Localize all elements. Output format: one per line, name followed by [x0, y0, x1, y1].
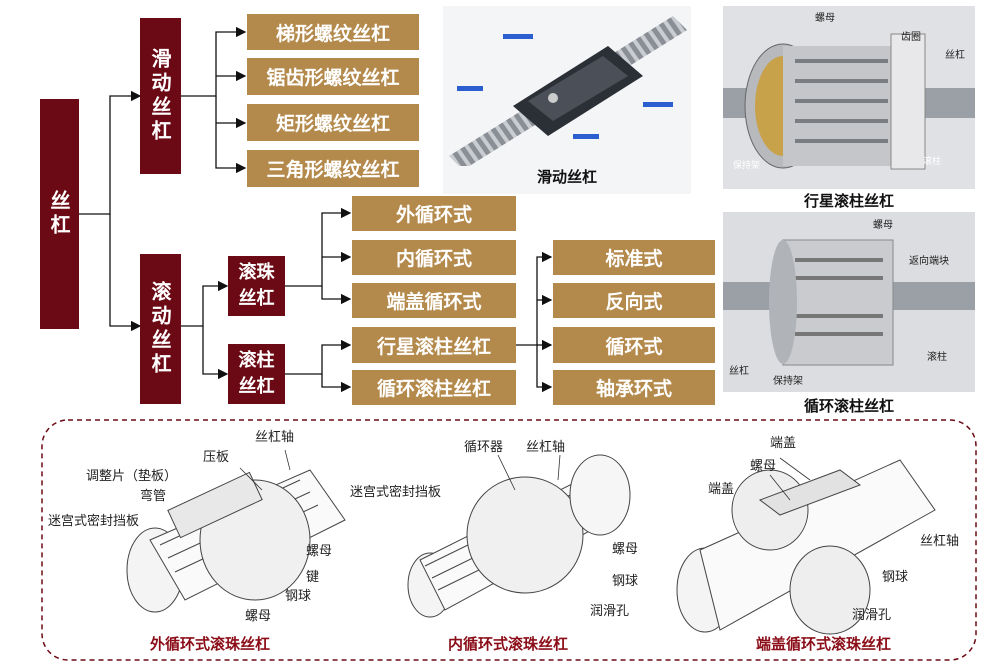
internal-circulation-node: 内循环式 [352, 240, 516, 275]
end-label-nut: 螺母 [750, 459, 777, 474]
int-label-ball: 钢球 [612, 574, 639, 589]
ext-label-seal: 迷宫式密封挡板 [48, 514, 140, 529]
end-label-lube: 润滑孔 [852, 608, 892, 623]
recirculating-roller-photo: 螺母 返向端块 滚柱 丝杠 保持架 [723, 212, 975, 392]
int-label-shaft: 丝杠轴 [526, 440, 566, 455]
end-label-cap2: 端盖 [708, 482, 735, 497]
endcap-ball-screw-caption: 端盖循环式滚珠丝杠 [756, 635, 892, 653]
external-ball-screw-caption: 外循环式滚珠丝杠 [150, 635, 271, 653]
int-label-seal: 迷宫式密封挡板 [350, 485, 442, 500]
ext-label-nut: 螺母 [306, 544, 333, 559]
int-label-lube: 润滑孔 [590, 604, 630, 619]
label-nut: 螺母 [815, 13, 835, 24]
recirculating-variant-node: 循环式 [553, 327, 715, 363]
ext-label-ball: 钢球 [285, 589, 312, 604]
label-gear-ring: 齿圈 [901, 32, 921, 43]
ext-label-shim: 调整片（垫板） [86, 469, 178, 484]
ext-label-shaft: 丝杠轴 [255, 430, 295, 445]
int-label-circulator: 循环器 [464, 440, 504, 455]
planetary-roller-node: 行星滚柱丝杠 [352, 327, 516, 363]
label-screw: 丝杠 [945, 50, 965, 61]
recirculating-roller-node: 循环滚柱丝杠 [352, 370, 516, 405]
external-circulation-node: 外循环式 [352, 196, 516, 231]
label-cage-2: 保持架 [773, 376, 803, 387]
sliding-screw-node: 滑动丝杠 [140, 18, 181, 174]
ext-label-tube: 弯管 [140, 489, 167, 504]
rolling-screw-node: 滚动丝杠 [140, 254, 181, 404]
reverse-variant-node: 反向式 [553, 283, 715, 318]
ball-screw-node: 滚珠 丝杠 [228, 256, 285, 316]
sliding-screw-caption: 滑动丝杠 [536, 168, 597, 186]
end-cap-circulation-node: 端盖循环式 [352, 283, 516, 318]
root-node: 丝杠 [40, 99, 79, 329]
internal-ball-screw-caption: 内循环式滚珠丝杠 [448, 635, 569, 653]
end-label-ball: 钢球 [882, 570, 909, 585]
label-cage: 保持架 [733, 161, 761, 171]
end-label-cap1: 端盖 [770, 436, 797, 451]
sliding-screw-illustration [449, 16, 687, 166]
triangular-thread-node: 三角形螺纹丝杠 [247, 150, 419, 187]
recirculating-roller-illustration [723, 212, 975, 392]
ext-label-plate: 压板 [203, 450, 230, 465]
label-roller-2: 滚柱 [927, 352, 947, 363]
sliding-screw-photo: 滑动丝杠 [443, 6, 691, 194]
roller-screw-node: 滚柱 丝杠 [228, 344, 285, 404]
recirculating-roller-caption: 循环滚柱丝杠 [803, 397, 894, 415]
label-roller: 滚柱 [923, 157, 942, 167]
square-thread-node: 矩形螺纹丝杠 [247, 104, 419, 141]
standard-variant-node: 标准式 [553, 240, 715, 275]
planetary-roller-photo: 螺母 齿圈 丝杠 保持架 滚柱 [723, 6, 975, 189]
end-label-shaft: 丝杠轴 [920, 534, 960, 549]
label-return-block: 返向端块 [909, 256, 949, 267]
ext-label-key: 键 [306, 570, 320, 585]
label-screw-2: 丝杠 [729, 366, 749, 377]
ext-label-nut2: 螺母 [245, 609, 272, 624]
buttress-thread-node: 锯齿形螺纹丝杠 [247, 58, 419, 95]
label-nut-2: 螺母 [873, 220, 893, 231]
bearing-ring-variant-node: 轴承环式 [553, 370, 715, 405]
planetary-roller-caption: 行星滚柱丝杠 [803, 192, 894, 210]
int-label-nut: 螺母 [612, 542, 639, 557]
planetary-roller-illustration [723, 6, 975, 189]
trapezoidal-thread-node: 梯形螺纹丝杠 [247, 14, 419, 50]
